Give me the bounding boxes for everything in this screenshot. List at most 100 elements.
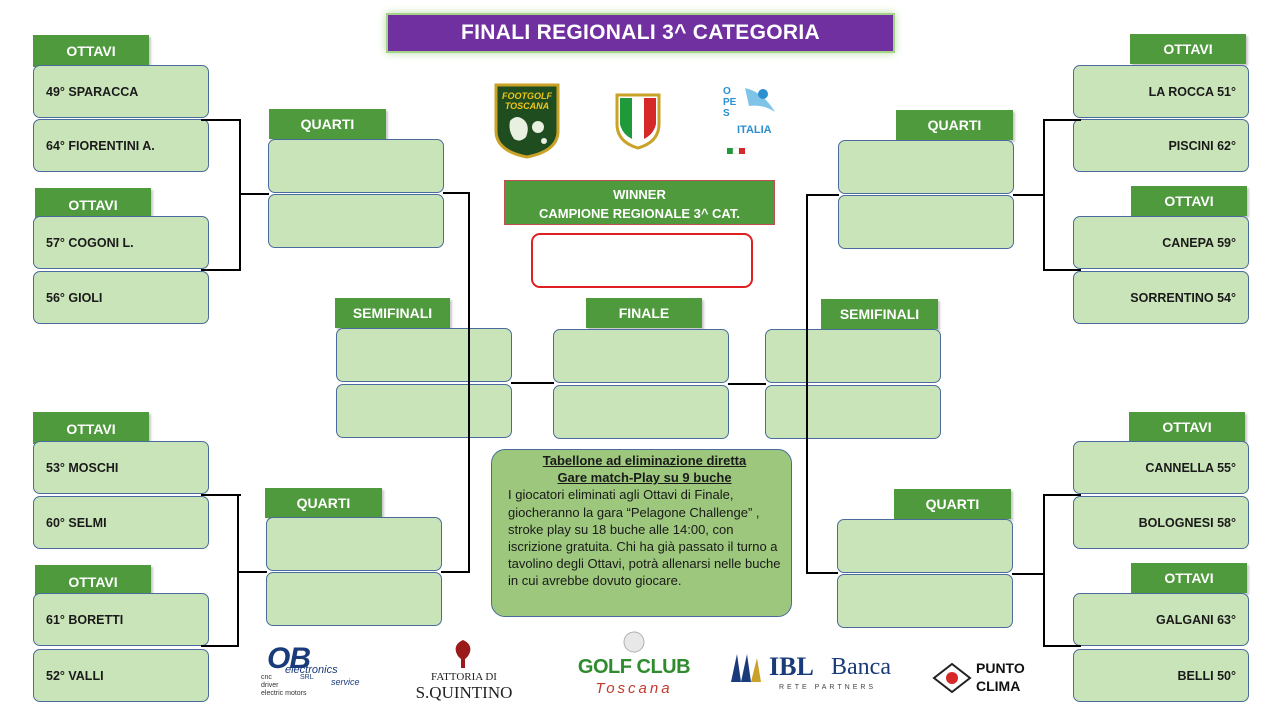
toscana-text: Toscana: [595, 680, 673, 697]
finale-label: FINALE: [586, 298, 702, 328]
quarti-label-left-top: QUARTI: [269, 109, 386, 139]
winner-slot[interactable]: [531, 233, 753, 288]
golf-club-toscana-logo: GOLF CLUB Toscana: [566, 630, 702, 702]
italian-shield-logo: [614, 92, 662, 150]
player-slot-right-4[interactable]: SORRENTINO 54°: [1073, 271, 1249, 324]
ottavi-label-right-2: OTTAVI: [1131, 186, 1247, 216]
player-slot-left-6[interactable]: 60° SELMI: [33, 496, 209, 549]
finale-slot-2[interactable]: [553, 385, 729, 439]
connector: [1043, 494, 1081, 496]
ottavi-label-left-1: OTTAVI: [33, 35, 149, 67]
ob-logo-text: OB: [267, 642, 311, 675]
rules-note: Tabellone ad eliminazione diretta Gare m…: [491, 449, 792, 617]
player-slot-left-5[interactable]: 53° MOSCHI: [33, 441, 209, 494]
quarti-slot-right-3[interactable]: [837, 519, 1013, 573]
fattoria-line-1: FATTORIA DI: [431, 671, 497, 683]
winner-line-1: WINNER: [613, 187, 666, 202]
player-slot-right-2[interactable]: PISCINI 62°: [1073, 119, 1249, 172]
ob-motors-text: electric motors: [261, 690, 307, 697]
connector: [511, 382, 554, 384]
connector: [806, 194, 808, 574]
quarti-slot-right-2[interactable]: [838, 195, 1014, 249]
golf-club-text: GOLF CLUB: [577, 656, 691, 678]
note-heading-2: Gare match-Play su 9 buche: [557, 470, 732, 486]
note-heading-1: Tabellone ad eliminazione diretta: [542, 453, 747, 468]
quarti-slot-left-3[interactable]: [266, 517, 442, 571]
ottavi-label-right-1: OTTAVI: [1130, 34, 1246, 64]
italia-text: ITALIA: [737, 124, 772, 136]
winner-label: WINNER CAMPIONE REGIONALE 3^ CAT.: [504, 180, 775, 225]
quarti-slot-left-1[interactable]: [268, 139, 444, 193]
connector: [239, 193, 269, 195]
connector: [1043, 119, 1081, 121]
player-slot-left-2[interactable]: 64° FIORENTINI A.: [33, 119, 209, 172]
ob-service-text: service: [331, 677, 360, 687]
connector: [201, 645, 239, 647]
page-title: FINALI REGIONALI 3^ CATEGORIA: [386, 13, 895, 53]
connector: [1043, 645, 1081, 647]
connector: [201, 494, 241, 496]
quarti-label-right-bottom: QUARTI: [894, 489, 1011, 519]
ottavi-label-right-4: OTTAVI: [1131, 563, 1247, 593]
ob-electronics-text: electronics: [285, 664, 338, 676]
connector: [806, 572, 838, 574]
connector: [443, 192, 470, 194]
connector: [468, 192, 470, 573]
ob-srl-text: SRL: [300, 674, 314, 681]
banca-text: Banca: [831, 654, 891, 680]
quarti-label-right-top: QUARTI: [896, 110, 1013, 140]
opes-text: OPES: [723, 86, 737, 119]
punto-text: PUNTO: [976, 660, 1025, 676]
player-slot-right-7[interactable]: GALGANI 63°: [1073, 593, 1249, 646]
ibl-banca-logo: IBL Banca RETE PARTNERS: [727, 650, 915, 698]
ibl-text: IBL: [769, 652, 814, 681]
quarti-label-left-bottom: QUARTI: [265, 488, 382, 518]
punto-clima-logo: PUNTO CLIMA: [930, 658, 1034, 698]
player-slot-left-8[interactable]: 52° VALLI: [33, 649, 209, 702]
rete-partners-text: RETE PARTNERS: [779, 684, 877, 691]
semifinali-slot-right-1[interactable]: [765, 329, 941, 383]
connector: [1012, 573, 1045, 575]
semifinali-label-right: SEMIFINALI: [821, 299, 938, 329]
connector: [237, 494, 239, 646]
quarti-slot-right-1[interactable]: [838, 140, 1014, 194]
fattoria-san-quintino-logo: FATTORIA DI S.QUINTINO: [400, 638, 528, 704]
connector: [201, 269, 241, 271]
footgolf-logo-line-2: TOSCANA: [504, 101, 550, 111]
player-slot-left-4[interactable]: 56° GIOLI: [33, 271, 209, 324]
connector: [201, 119, 241, 121]
connector: [1013, 194, 1045, 196]
semifinali-label-left: SEMIFINALI: [335, 298, 450, 328]
footgolf-toscana-logo: FOOTGOLF TOSCANA: [492, 81, 562, 159]
connector: [237, 571, 267, 573]
footgolf-logo-line-1: FOOTGOLF: [502, 91, 552, 101]
connector: [441, 571, 470, 573]
clima-text: CLIMA: [976, 678, 1021, 694]
semifinali-slot-left-1[interactable]: [336, 328, 512, 382]
player-slot-right-6[interactable]: BOLOGNESI 58°: [1073, 496, 1249, 549]
player-slot-left-3[interactable]: 57° COGONI L.: [33, 216, 209, 269]
quarti-slot-right-4[interactable]: [837, 574, 1013, 628]
fattoria-line-2: S.QUINTINO: [415, 683, 513, 702]
player-slot-right-3[interactable]: CANEPA 59°: [1073, 216, 1249, 269]
player-slot-left-1[interactable]: 49° SPARACCA: [33, 65, 209, 118]
player-slot-right-8[interactable]: BELLI 50°: [1073, 649, 1249, 702]
note-body: I giocatori eliminati agli Ottavi di Fin…: [508, 487, 781, 589]
ob-driver-text: driver: [261, 682, 279, 689]
semifinali-slot-left-2[interactable]: [336, 384, 512, 438]
player-slot-right-5[interactable]: CANNELLA 55°: [1073, 441, 1249, 494]
ottavi-label-left-4: OTTAVI: [35, 565, 151, 597]
connector: [1043, 494, 1045, 646]
opes-italia-logo: OPES ITALIA: [723, 82, 783, 155]
connector: [806, 194, 839, 196]
quarti-slot-left-4[interactable]: [266, 572, 442, 626]
player-slot-left-7[interactable]: 61° BORETTI: [33, 593, 209, 646]
player-slot-right-1[interactable]: LA ROCCA 51°: [1073, 65, 1249, 118]
finale-slot-1[interactable]: [553, 329, 729, 383]
ob-cnc-text: cnc: [261, 674, 272, 681]
winner-line-2: CAMPIONE REGIONALE 3^ CAT.: [539, 206, 740, 221]
semifinali-slot-right-2[interactable]: [765, 385, 941, 439]
connector: [1043, 269, 1081, 271]
connector: [728, 383, 766, 385]
quarti-slot-left-2[interactable]: [268, 194, 444, 248]
